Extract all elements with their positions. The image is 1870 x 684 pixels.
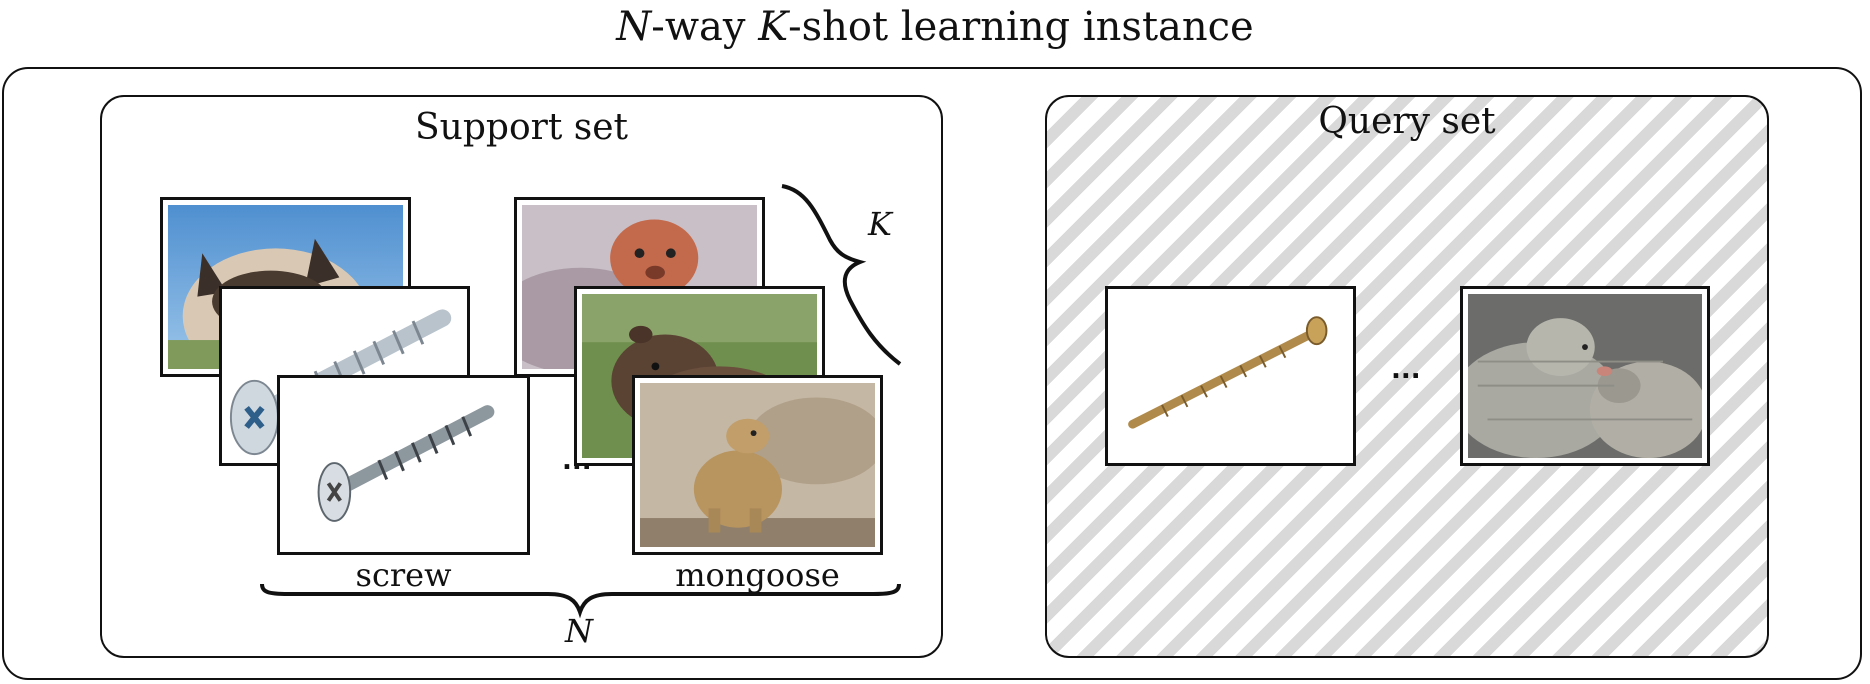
k-label: K [868, 205, 892, 243]
k-brace-path [781, 184, 902, 366]
diagram-title: N-way K-shot learning instance [0, 4, 1870, 50]
n-label: N [565, 612, 593, 650]
support-set-title: Support set [415, 107, 628, 148]
query-image-mongoose [1460, 286, 1710, 466]
class-label-mongoose: mongoose [675, 556, 840, 594]
n-brace-path [260, 583, 901, 619]
query-ellipsis: ... [1391, 355, 1421, 385]
support-image-mongoose [632, 375, 883, 555]
n-brace [260, 583, 901, 619]
title-n-symbol: N [616, 4, 652, 50]
instance-frame [2, 67, 1862, 680]
title-part1: -way [651, 4, 759, 50]
k-brace [781, 184, 902, 366]
support-ellipsis: ... [562, 446, 592, 476]
query-image-screw [1105, 286, 1356, 466]
title-k-symbol: K [758, 4, 789, 50]
support-image-screw-2 [277, 375, 530, 555]
title-part2: -shot learning instance [788, 4, 1254, 50]
class-label-screw: screw [355, 556, 452, 594]
query-set-title: Query set [1318, 101, 1496, 142]
